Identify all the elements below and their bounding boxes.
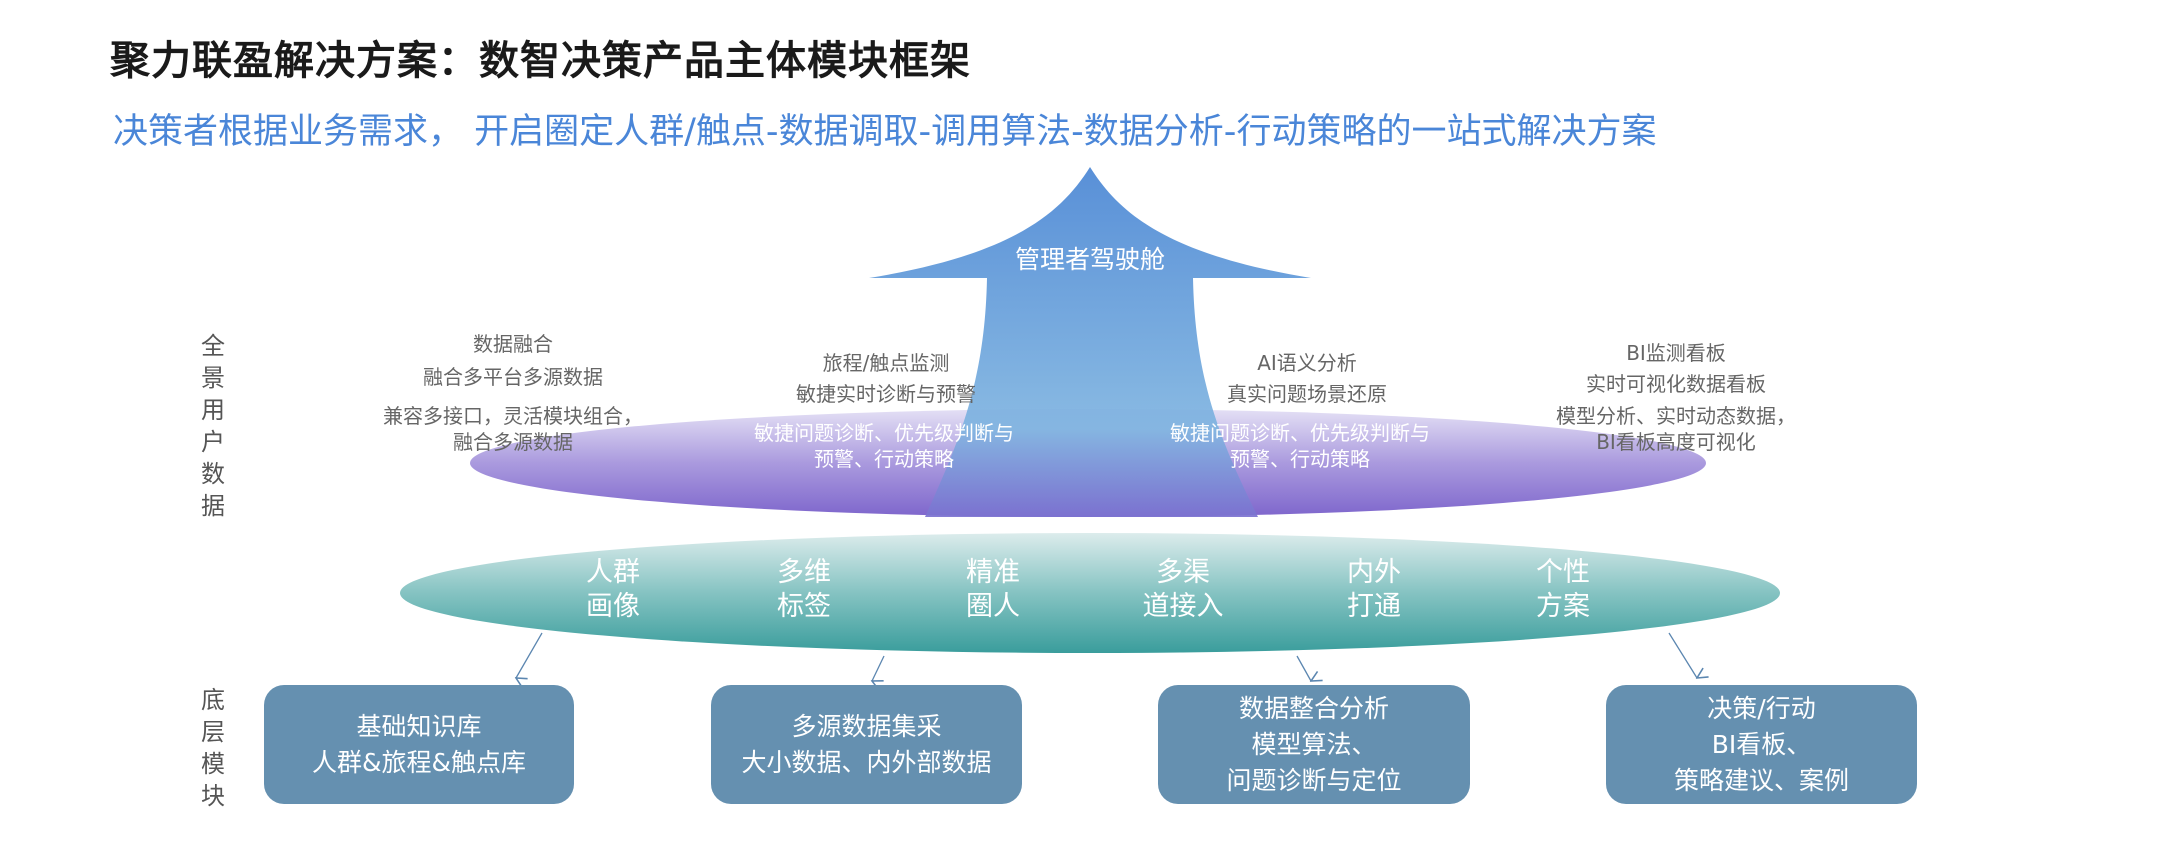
module-box-decision-action: 决策/行动 BI看板、 策略建议、案例 bbox=[1606, 685, 1917, 804]
capability-line: 标签 bbox=[777, 591, 831, 622]
capability-label: 精准圈人 bbox=[966, 556, 1020, 624]
connector-arrow bbox=[1296, 655, 1311, 681]
column-text: 真实问题场景还原 bbox=[1227, 382, 1387, 406]
column-heading: 旅程/触点监测 bbox=[822, 351, 950, 375]
page-title: 聚力联盈解决方案：数智决策产品主体模块框架 bbox=[110, 38, 971, 84]
column-text: 实时可视化数据看板 bbox=[1586, 372, 1766, 396]
module-box-data-collection: 多源数据集采 大小数据、内外部数据 bbox=[711, 685, 1022, 804]
capability-line: 画像 bbox=[586, 591, 640, 622]
connector-arrow bbox=[872, 655, 885, 681]
column-text: 模型分析、实时动态数据， bbox=[1556, 404, 1796, 428]
module-line: 策略建议、案例 bbox=[1673, 765, 1849, 795]
side-label-bottom: 底层模块 bbox=[201, 686, 225, 810]
module-box-data-analysis: 数据整合分析 模型算法、 问题诊断与定位 bbox=[1158, 685, 1470, 804]
column-text: 敏捷问题诊断、优先级判断与 bbox=[1170, 421, 1430, 445]
capability-line: 人群 bbox=[586, 557, 640, 588]
capability-label: 内外打通 bbox=[1347, 556, 1401, 624]
column-text: 融合多平台多源数据 bbox=[423, 365, 603, 389]
column-heading: AI语义分析 bbox=[1257, 351, 1357, 375]
module-line: 数据整合分析 bbox=[1238, 693, 1389, 723]
column-text: 敏捷问题诊断、优先级判断与 bbox=[754, 421, 1014, 445]
capability-label: 多渠道接入 bbox=[1143, 556, 1224, 624]
upward-arrow bbox=[869, 167, 1311, 517]
module-line: 问题诊断与定位 bbox=[1226, 765, 1402, 795]
column-text: 预警、行动策略 bbox=[1230, 447, 1370, 471]
side-label-top: 全景用户数据 bbox=[201, 332, 225, 520]
module-line: 决策/行动 bbox=[1707, 693, 1816, 723]
arrow-label: 管理者驾驶舱 bbox=[1014, 245, 1166, 274]
capability-line: 精准 bbox=[966, 557, 1020, 588]
capability-line: 内外 bbox=[1347, 557, 1401, 588]
column-text: 敏捷实时诊断与预警 bbox=[796, 382, 976, 406]
capability-line: 多维 bbox=[777, 557, 831, 588]
module-line: BI看板、 bbox=[1711, 729, 1812, 759]
column-text: 兼容多接口，灵活模块组合， bbox=[383, 404, 643, 428]
module-line: 大小数据、内外部数据 bbox=[741, 747, 992, 777]
column-text: 预警、行动策略 bbox=[814, 447, 954, 471]
module-box-knowledge-base: 基础知识库 人群&旅程&触点库 bbox=[264, 685, 574, 804]
capability-line: 个性 bbox=[1536, 557, 1590, 588]
capability-line: 打通 bbox=[1347, 591, 1401, 622]
module-line: 基础知识库 bbox=[356, 711, 482, 741]
teal-ellipse bbox=[400, 533, 1780, 653]
column-text: 融合多源数据 bbox=[453, 430, 573, 454]
connector-arrow bbox=[1668, 632, 1697, 678]
module-line: 人群&旅程&触点库 bbox=[312, 747, 526, 777]
capability-line: 圈人 bbox=[966, 591, 1020, 622]
module-line: 模型算法、 bbox=[1251, 729, 1377, 759]
connector-arrow bbox=[516, 632, 543, 678]
capability-label: 多维标签 bbox=[777, 556, 831, 624]
column-heading: BI监测看板 bbox=[1626, 341, 1726, 365]
capability-line: 多渠 bbox=[1156, 557, 1210, 588]
module-line: 多源数据集采 bbox=[791, 711, 942, 741]
capability-label: 个性方案 bbox=[1536, 556, 1590, 624]
capability-line: 方案 bbox=[1536, 591, 1590, 622]
column-text: BI看板高度可视化 bbox=[1596, 430, 1756, 454]
column-heading: 数据融合 bbox=[473, 332, 553, 356]
capability-line: 道接入 bbox=[1142, 591, 1224, 622]
capability-label: 人群画像 bbox=[586, 556, 640, 624]
page-subtitle: 决策者根据业务需求， 开启圈定人群/触点-数据调取-调用算法-数据分析-行动策略… bbox=[113, 112, 1657, 152]
